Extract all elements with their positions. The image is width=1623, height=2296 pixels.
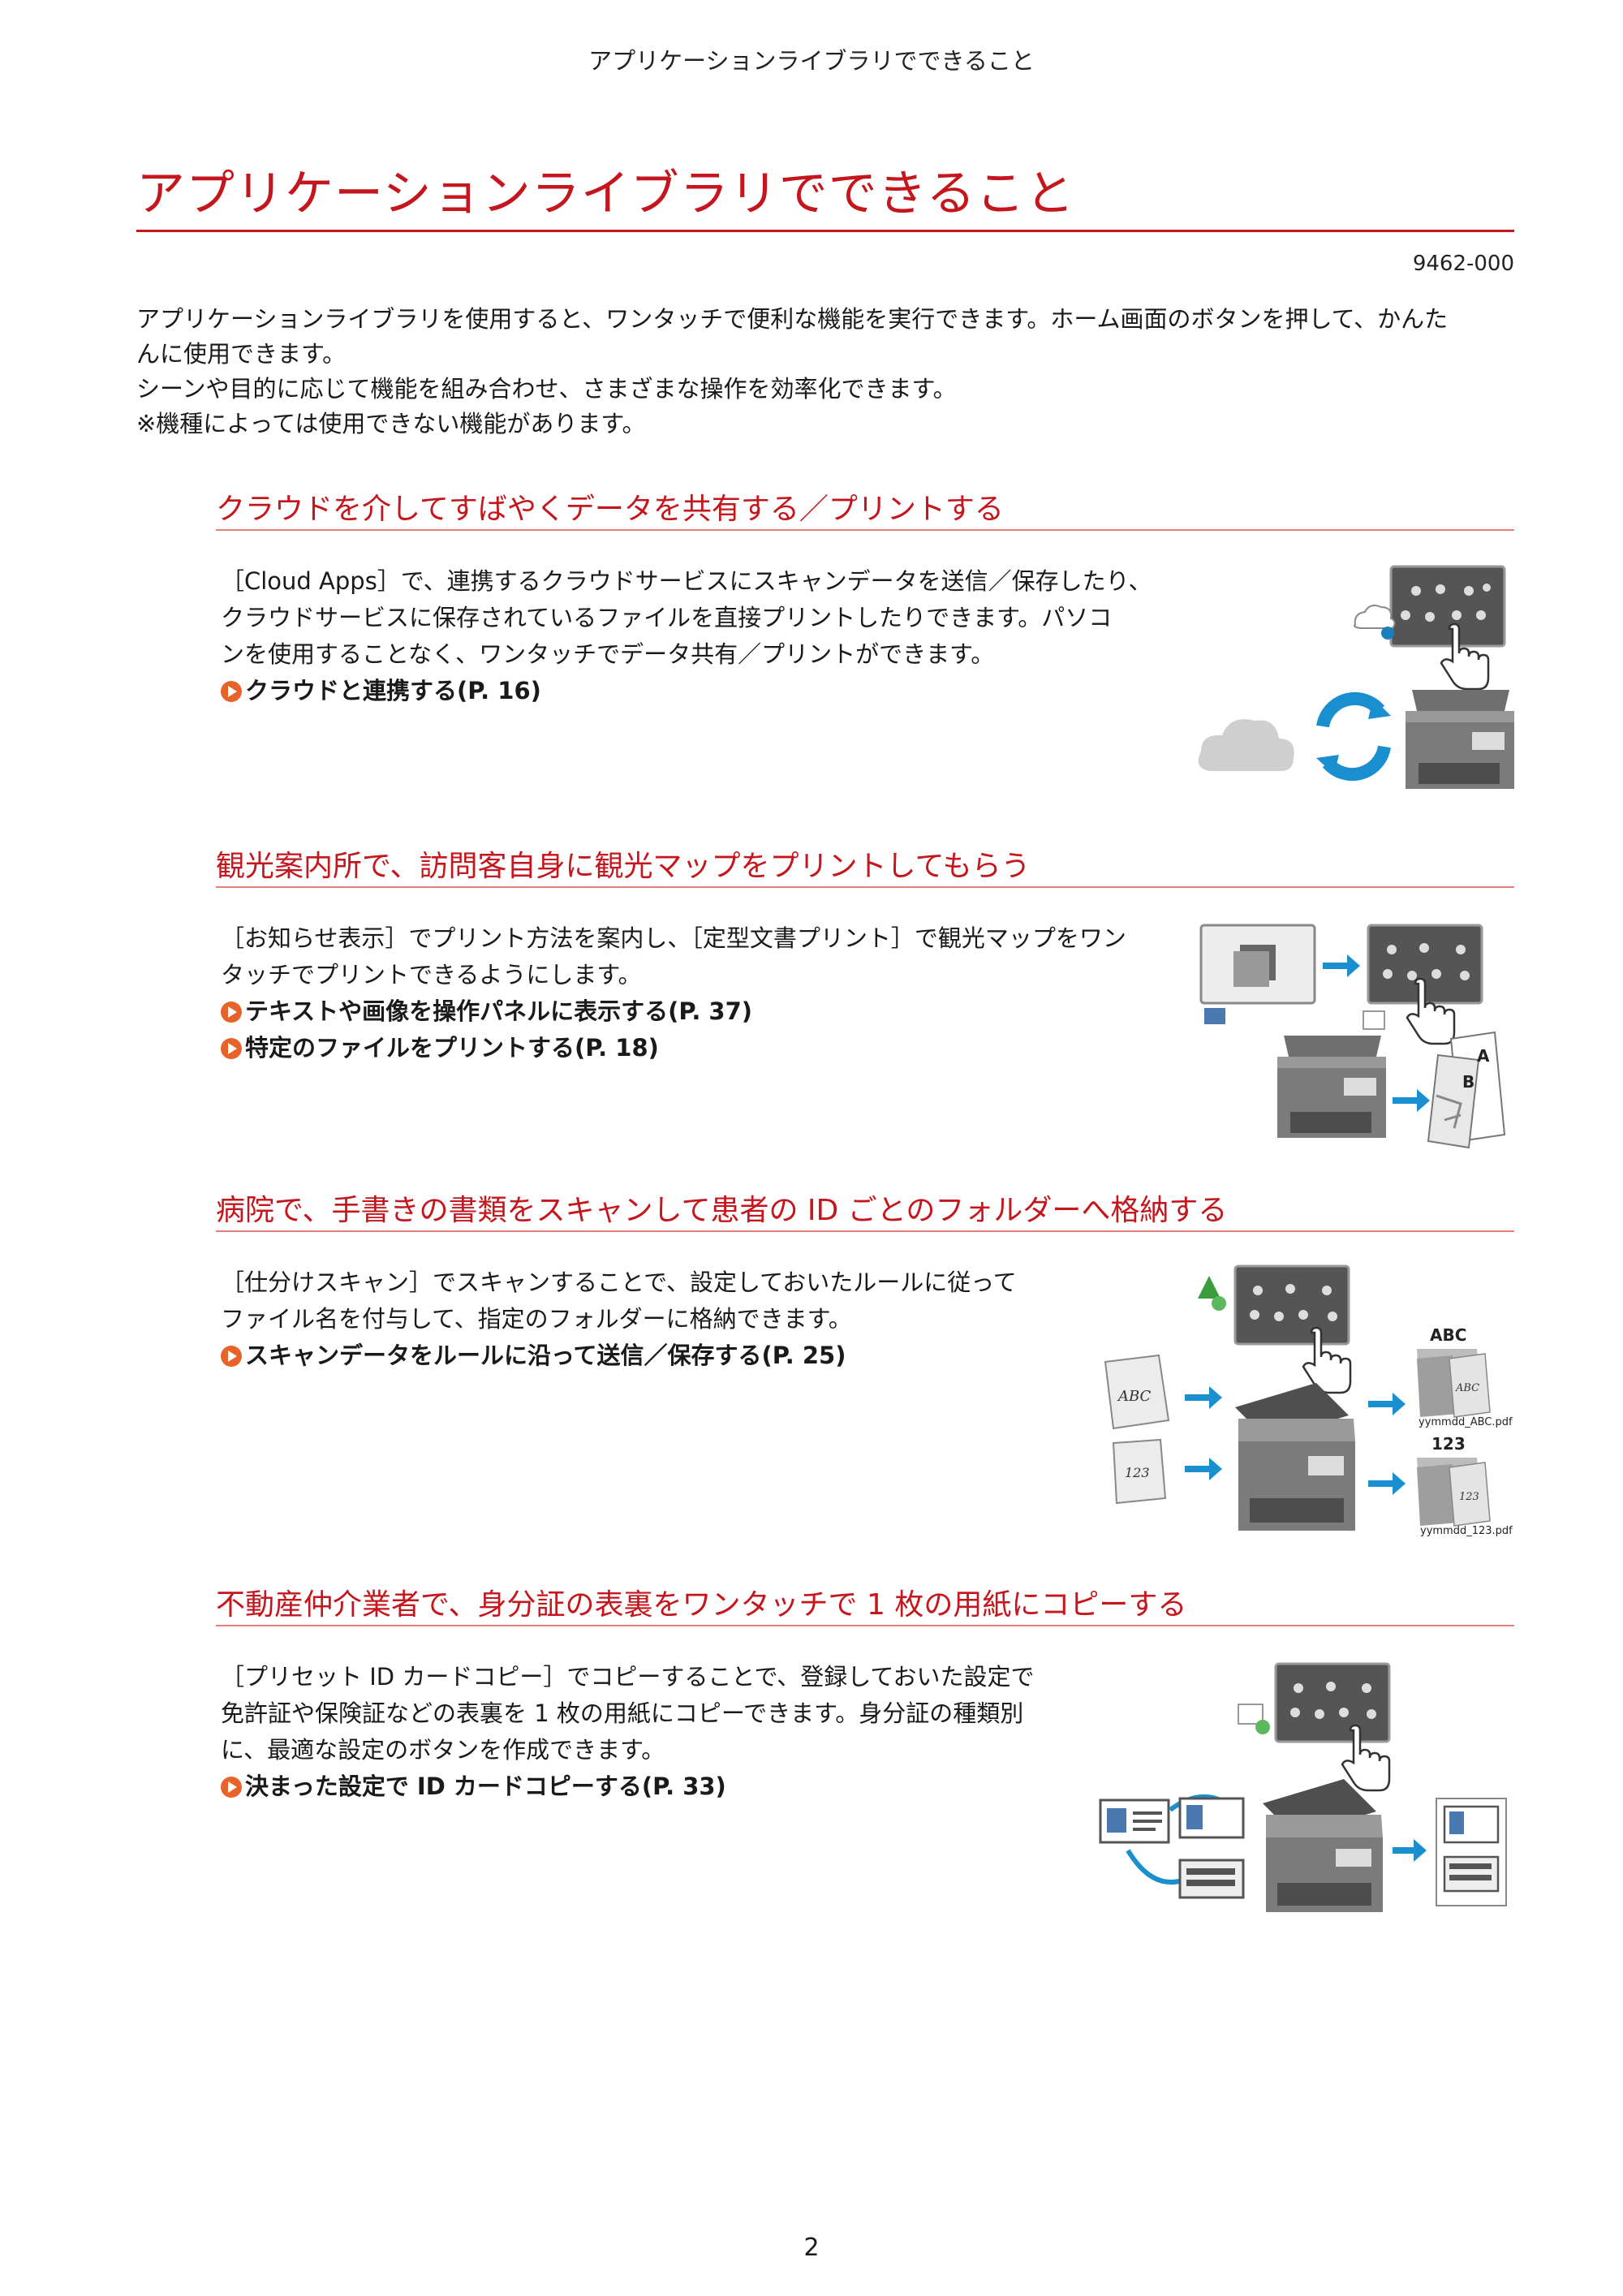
arrow-bullet-icon xyxy=(221,1001,242,1023)
file-name: yymmdd_123.pdf xyxy=(1420,1525,1513,1537)
folder-abc-icon: ABC ABC yymmdd_ABC.pdf xyxy=(1417,1325,1513,1428)
arrow-right-icon xyxy=(1393,1089,1430,1112)
document-id: 9462-000 xyxy=(1412,252,1514,276)
arrow-right-icon xyxy=(1185,1386,1222,1409)
page-number: 2 xyxy=(803,2234,820,2262)
id-card-small-icon xyxy=(1238,1704,1264,1725)
arrow-right-icon xyxy=(1323,954,1360,977)
arrow-right-icon xyxy=(1393,1839,1427,1862)
link-label: クラウドと連携する(P. 16) xyxy=(245,677,541,704)
notice-display-icon xyxy=(1199,924,1316,1005)
arrow-bullet-icon xyxy=(221,1776,242,1798)
link-rule-based-send[interactable]: スキャンデータをルールに沿って送信／保存する(P. 25) xyxy=(221,1338,1017,1374)
folder-label: 123 xyxy=(1431,1434,1466,1454)
link-label: 決まった設定で ID カードコピーする(P. 33) xyxy=(245,1773,726,1800)
cloud-icon xyxy=(1198,719,1294,771)
page-title: アプリケーションライブラリでできること xyxy=(136,166,1075,222)
map-printout-icon: A B xyxy=(1427,1031,1506,1148)
body-line: タッチでプリントできるようにします。 xyxy=(221,961,642,989)
document-icon xyxy=(1363,1010,1385,1030)
body-line: ［Cloud Apps］で、連携するクラウドサービスにスキャンデータを送信／保存… xyxy=(221,567,1152,595)
arrow-bullet-icon xyxy=(221,1345,242,1367)
intro-line: ※機種によっては使用できない機能があります。 xyxy=(136,410,646,437)
section-body-tourist-map: ［お知らせ表示］でプリント方法を案内し、［定型文書プリント］で観光マップをワン … xyxy=(221,920,1126,1066)
section-title-tourist-map: 観光案内所で、訪問客自身に観光マップをプリントしてもらう xyxy=(216,850,1031,883)
doc-handwriting: ABC xyxy=(1117,1388,1152,1405)
section-rule xyxy=(216,1625,1514,1626)
arrow-bullet-icon xyxy=(221,680,242,702)
link-id-card-copy[interactable]: 決まった設定で ID カードコピーする(P. 33) xyxy=(221,1768,1035,1805)
arrow-right-icon xyxy=(1368,1472,1406,1495)
intro-line: シーンや目的に応じて機能を組み合わせ、さまざまな操作を効率化できます。 xyxy=(136,375,957,403)
touch-panel-icon xyxy=(1233,1264,1350,1346)
link-specific-file-print[interactable]: 特定のファイルをプリントする(P. 18) xyxy=(221,1030,1126,1066)
hand-pointer-icon xyxy=(1302,1326,1352,1394)
intro-text: アプリケーションライブラリを使用すると、ワンタッチで便利な機能を実行できます。ホ… xyxy=(136,302,1516,442)
section-title-id-card-copy: 不動産仲介業者で、身分証の表裏をワンタッチで 1 枚の用紙にコピーする xyxy=(216,1588,1187,1622)
body-line: 免許証や保険証などの表裏を 1 枚の用紙にコピーできます。身分証の種類別 xyxy=(221,1699,1024,1727)
running-header: アプリケーションライブラリでできること xyxy=(588,47,1035,75)
link-label: 特定のファイルをプリントする(P. 18) xyxy=(245,1034,659,1062)
printer-icon xyxy=(1406,690,1514,789)
arrow-right-icon xyxy=(1368,1393,1406,1415)
handwritten-doc-icon: ABC 123 xyxy=(1104,1354,1170,1505)
scanner-printer-icon xyxy=(1235,1383,1355,1531)
link-cloud[interactable]: クラウドと連携する(P. 16) xyxy=(221,673,1152,709)
printer-icon xyxy=(1277,1036,1386,1138)
tourist-map-illustration: A B xyxy=(1199,924,1506,1148)
tree-icon xyxy=(1198,1276,1220,1299)
doc-handwriting: 123 xyxy=(1125,1465,1150,1480)
scanner-printer-icon xyxy=(1263,1779,1383,1912)
cloud-sharing-illustration xyxy=(1198,565,1514,789)
hand-pointer-icon xyxy=(1406,977,1456,1045)
folder-label: ABC xyxy=(1430,1325,1466,1345)
touch-panel-icon xyxy=(1389,565,1506,648)
hand-pointer-icon xyxy=(1440,622,1490,691)
section-rule xyxy=(216,1230,1514,1232)
touch-panel-icon xyxy=(1367,924,1483,1005)
touch-panel-icon xyxy=(1274,1662,1391,1743)
file-name: yymmdd_ABC.pdf xyxy=(1419,1416,1513,1428)
copied-sheet-icon xyxy=(1436,1798,1507,1906)
map-label-b: B xyxy=(1462,1072,1474,1092)
body-line: ［プリセット ID カードコピー］でコピーすることで、登録しておいた設定で xyxy=(221,1663,1035,1691)
body-line: クラウドサービスに保存されているファイルを直接プリントしたりできます。パソコ xyxy=(221,604,1113,631)
arrow-right-icon xyxy=(1185,1458,1222,1480)
body-line: ファイル名を付与して、指定のフォルダーに格納できます。 xyxy=(221,1305,852,1333)
section-body-cloud: ［Cloud Apps］で、連携するクラウドサービスにスキャンデータを送信／保存… xyxy=(221,563,1152,709)
title-rule xyxy=(136,230,1514,232)
body-line: ［仕分けスキャン］でスキャンすることで、設定しておいたルールに従って xyxy=(221,1269,1017,1296)
map-label-a: A xyxy=(1477,1046,1490,1066)
intro-line: んに使用できます。 xyxy=(136,340,347,368)
id-card-copy-illustration xyxy=(1099,1662,1507,1912)
link-panel-display[interactable]: テキストや画像を操作パネルに表示する(P. 37) xyxy=(221,993,1126,1030)
stack-icon xyxy=(1204,1008,1225,1024)
id-card-back-icon xyxy=(1178,1859,1245,1899)
arrow-bullet-icon xyxy=(221,1037,242,1059)
status-icon xyxy=(1255,1720,1270,1734)
link-label: スキャンデータをルールに沿って送信／保存する(P. 25) xyxy=(245,1342,846,1369)
section-rule xyxy=(216,529,1514,531)
section-title-hospital-scan: 病院で、手書きの書類をスキャンして患者の ID ごとのフォルダーへ格納する xyxy=(216,1194,1228,1227)
body-line: ［お知らせ表示］でプリント方法を案内し、［定型文書プリント］で観光マップをワン xyxy=(221,924,1126,952)
id-card-copy-icon xyxy=(1178,1797,1245,1839)
body-line: に、最適な設定のボタンを作成できます。 xyxy=(221,1736,665,1764)
body-line: ンを使用することなく、ワンタッチでデータ共有／プリントができます。 xyxy=(221,640,995,668)
link-label: テキストや画像を操作パネルに表示する(P. 37) xyxy=(245,997,753,1025)
intro-line: アプリケーションライブラリを使用すると、ワンタッチで便利な機能を実行できます。ホ… xyxy=(136,305,1449,333)
folder-123-icon: 123 123 yymmdd_123.pdf xyxy=(1417,1434,1513,1537)
hand-pointer-icon xyxy=(1341,1724,1391,1792)
id-card-front-icon xyxy=(1099,1798,1170,1844)
flip-arrow-icon xyxy=(1126,1849,1186,1885)
section-rule xyxy=(216,886,1514,888)
status-icon xyxy=(1212,1296,1226,1311)
small-cloud-icon xyxy=(1353,605,1396,640)
section-body-id-card-copy: ［プリセット ID カードコピー］でコピーすることで、登録しておいた設定で 免許… xyxy=(221,1659,1035,1805)
doc-handwriting: ABC xyxy=(1455,1382,1479,1394)
sort-scan-illustration: ABC 123 ABC ABC yymmdd_ABC.pdf 123 123 y… xyxy=(1104,1264,1513,1537)
doc-handwriting: 123 xyxy=(1459,1491,1479,1503)
section-body-hospital-scan: ［仕分けスキャン］でスキャンすることで、設定しておいたルールに従って ファイル名… xyxy=(221,1264,1017,1374)
section-title-cloud: クラウドを介してすばやくデータを共有する／プリントする xyxy=(216,493,1004,526)
